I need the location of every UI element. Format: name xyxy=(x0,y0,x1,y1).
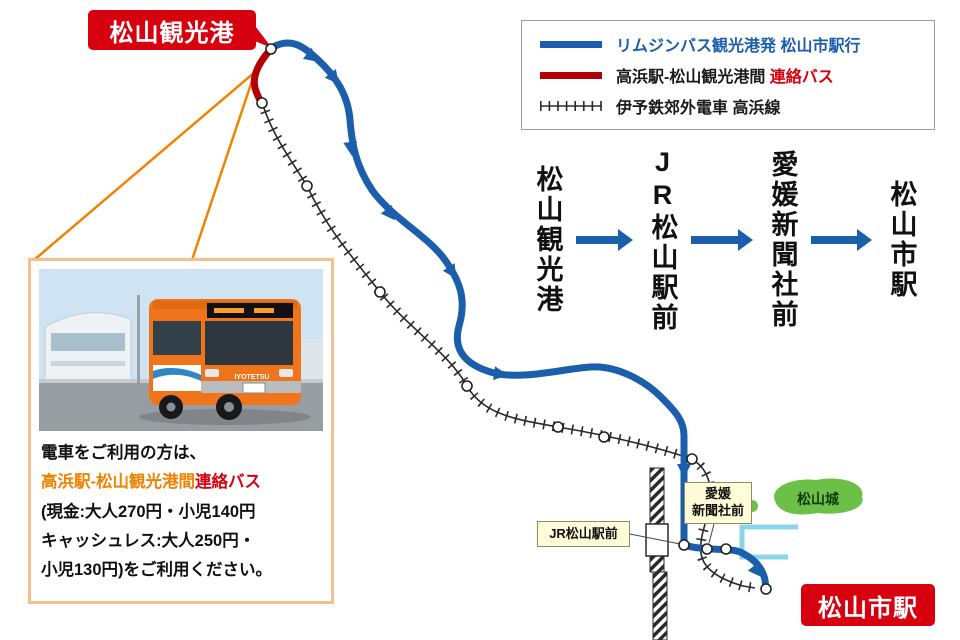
legend-label-renraku: 高浜駅-松山観光港間 連絡バス xyxy=(616,63,834,87)
fare-text-line1: 電車をご利用の方は、 xyxy=(41,444,206,462)
direction-arrow xyxy=(302,47,319,62)
station-markers xyxy=(256,43,772,595)
windshield xyxy=(205,321,293,365)
direction-arrow xyxy=(747,561,762,578)
orange-bus: IYOTETSU xyxy=(149,299,301,420)
license-plate xyxy=(242,382,266,394)
station-marker xyxy=(374,286,386,298)
bus-brand-text: IYOTETSU xyxy=(234,374,269,381)
railway-line xyxy=(261,101,756,589)
fare-text-line5: 小児130円)をご利用ください。 xyxy=(41,561,273,580)
legend-label-railway: 伊予鉄郊外電車 高浜線 xyxy=(616,100,781,117)
destination-sign xyxy=(207,303,293,318)
diagram-stop-port: 松山観光港 xyxy=(518,150,576,330)
headlight-right xyxy=(279,369,293,377)
bus-photo: IYOTETSU xyxy=(39,269,323,431)
fare-callout: IYOTETSU 電車をご利用の方は、 高浜駅-松山観光港間連絡バス (現金:大… xyxy=(28,258,334,604)
bus-photo-graphic: IYOTETSU xyxy=(39,269,323,431)
tram-lines xyxy=(739,524,798,560)
leader-line-left xyxy=(33,71,256,261)
diagram-stop-ehime-shimbun: 愛媛新聞社前 xyxy=(753,140,811,340)
station-marker xyxy=(598,431,610,443)
railway-swatch-graphic xyxy=(540,101,602,111)
legend: リムジンバス観光港発 松山市駅行 高浜駅-松山観光港間 連絡バス 伊予鉄郊外電車… xyxy=(521,20,935,130)
station-marker xyxy=(686,453,698,465)
direction-arrow xyxy=(442,263,457,279)
legend-renraku-prefix: 高浜駅-松山観光港間 xyxy=(616,69,770,86)
fare-text-line2: 高浜駅-松山観光港間連絡バス xyxy=(41,473,261,492)
railway-line-swatch xyxy=(540,99,602,113)
legend-item-railway: 伊予鉄郊外電車 高浜線 xyxy=(522,94,934,118)
diagram-stop-jr-matsuyama: JR松山駅前 xyxy=(633,140,691,340)
station-marker xyxy=(678,539,690,551)
station-marker xyxy=(256,97,268,109)
legend-item-limousine: リムジンバス観光港発 松山市駅行 xyxy=(522,32,934,56)
diagram-arrow-1 xyxy=(547,229,633,251)
city-station-badge-label: 松山市駅 xyxy=(818,594,918,622)
building-glass xyxy=(51,333,125,351)
port-badge: 松山観光港 xyxy=(88,10,256,50)
station-marker xyxy=(265,43,277,55)
station-marker xyxy=(760,583,772,595)
renraku-line-swatch xyxy=(540,68,602,82)
lamp-post xyxy=(137,295,140,383)
direction-arrow xyxy=(493,366,508,381)
fare-text: 電車をご利用の方は、 高浜駅-松山観光港間連絡バス (現金:大人270円・小児1… xyxy=(39,431,323,586)
station-marker xyxy=(552,421,564,433)
headlight-left xyxy=(205,369,219,377)
jr-station-box xyxy=(645,523,669,557)
city-station-badge: 松山市駅 xyxy=(801,584,935,626)
port-badge-label: 松山観光港 xyxy=(109,19,235,47)
diagram-arrow-2 xyxy=(662,229,753,251)
ehime-label-connector xyxy=(708,523,715,544)
renraku-route-line xyxy=(250,46,274,106)
diagram-arrow-3 xyxy=(782,229,872,251)
side-swoosh xyxy=(153,368,201,381)
direction-arrow xyxy=(324,68,339,85)
arrow-head-icon xyxy=(738,229,753,251)
jr-line-bar-lower xyxy=(652,571,668,640)
building-band xyxy=(51,361,125,366)
fare-text-line3: (現金:大人270円・小児140円 xyxy=(41,502,256,521)
jr-label-connector xyxy=(629,533,681,545)
ehime-shimbun-label: 愛媛 新聞社前 xyxy=(684,482,752,524)
direction-arrow xyxy=(380,204,395,221)
direction-arrow xyxy=(677,464,691,478)
leader-line-right xyxy=(190,71,257,261)
diagram-stop-city-station: 松山市駅 xyxy=(872,165,930,315)
blue-line-swatch-bar xyxy=(540,40,602,48)
side-windows xyxy=(153,321,201,355)
direction-arrows xyxy=(302,47,762,578)
arrow-head-icon xyxy=(618,229,633,251)
station-marker xyxy=(301,180,313,192)
jr-station-label: JR松山駅前 xyxy=(537,521,630,547)
castle-label: 松山城 xyxy=(797,491,839,507)
limousine-line-swatch xyxy=(540,37,602,51)
station-marker xyxy=(461,380,473,392)
legend-renraku-highlight: 連絡バス xyxy=(769,69,834,86)
legend-label-limousine: リムジンバス観光港発 松山市駅行 xyxy=(616,38,861,55)
fare-text-line4: キャッシュレス:大人250円・ xyxy=(41,532,256,551)
arrow-head-icon xyxy=(857,229,872,251)
station-marker xyxy=(720,543,732,555)
direction-arrow xyxy=(343,141,358,156)
castle-area xyxy=(774,478,863,515)
legend-item-renraku: 高浜駅-松山観光港間 連絡バス xyxy=(522,63,934,87)
station-marker xyxy=(701,543,713,555)
port-badge-pointer xyxy=(252,22,272,48)
red-line-swatch-bar xyxy=(540,71,602,79)
